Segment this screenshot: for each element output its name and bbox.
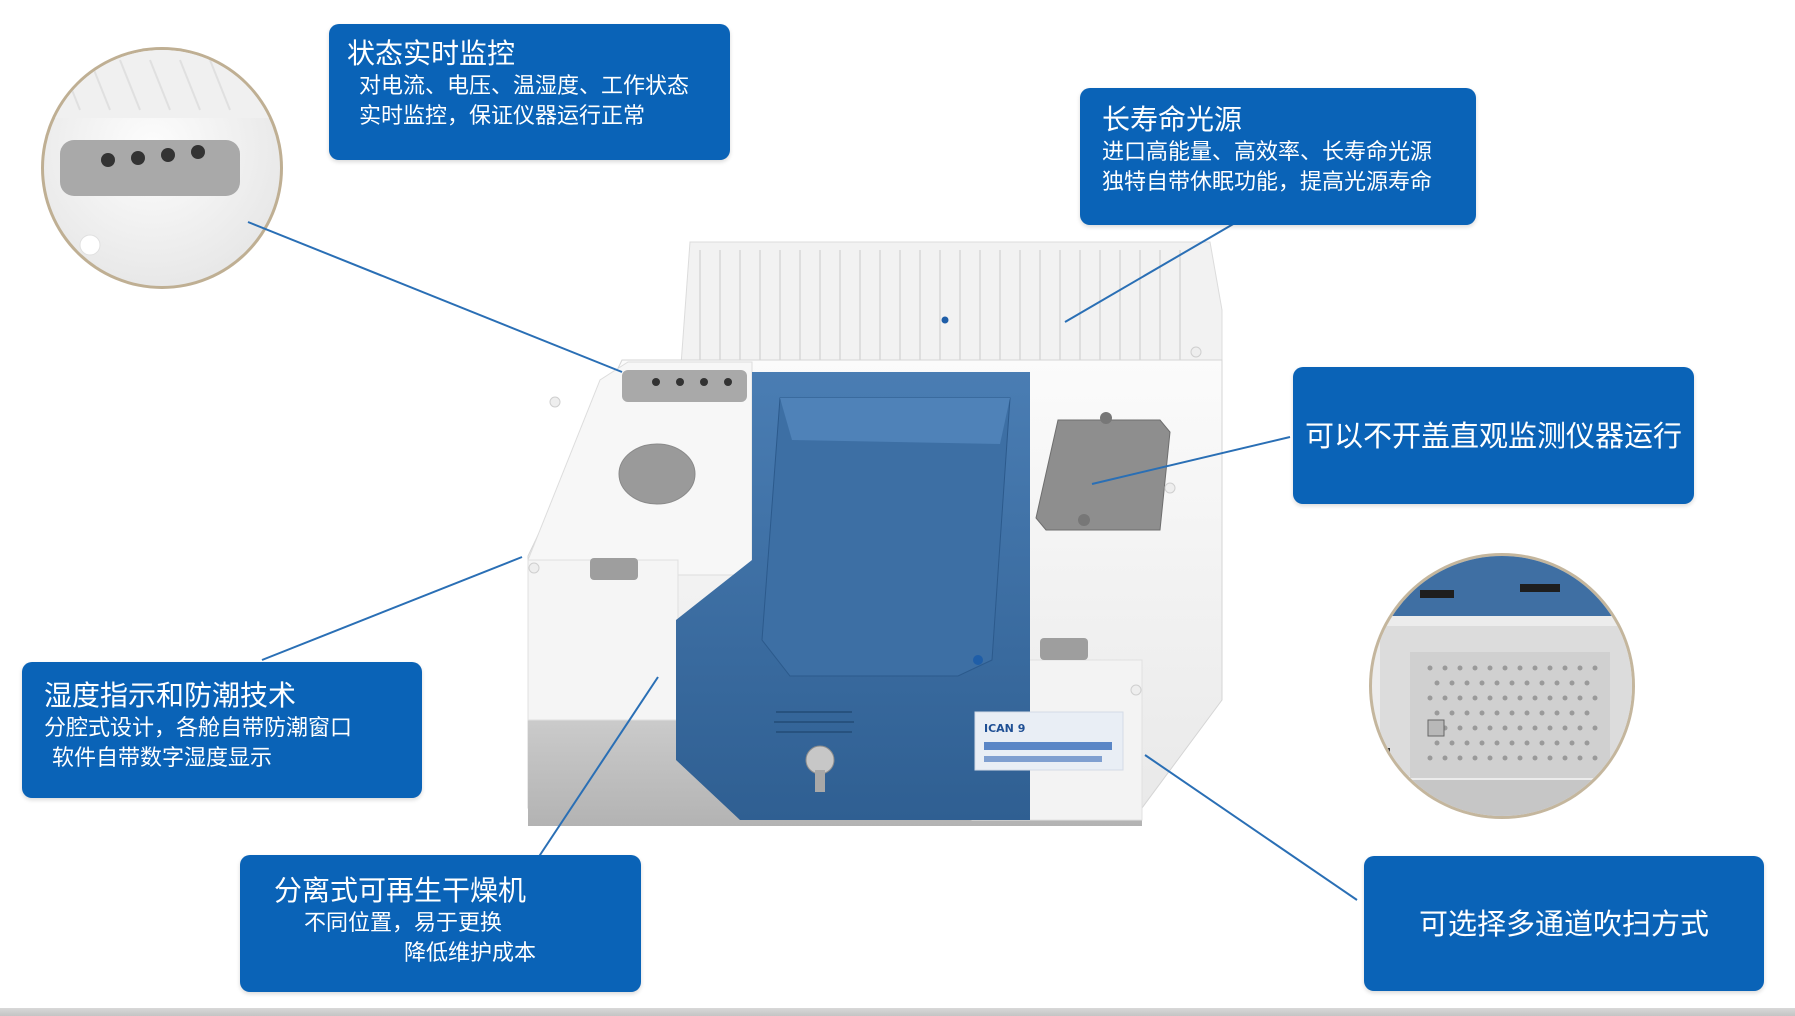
callout-line: 进口高能量、高效率、长寿命光源 [1102,140,1433,165]
model-label: ICAN 9 [984,722,1025,735]
callout-title: 可选择多通道吹扫方式 [1418,906,1709,941]
callout-line: 对电流、电压、温湿度、工作状态 [359,74,690,99]
zoom-rear-panel-detail [1369,553,1635,819]
callout-line: 降低维护成本 [404,941,537,966]
callout-purge-channels: 可选择多通道吹扫方式 [1364,856,1764,991]
indicator-panel [622,370,747,402]
leader-lines [247,221,1358,901]
spectrometer-instrument: ICAN 9 [527,241,1223,826]
callout-title: 分离式可再生干燥机 [274,874,527,907]
callout-line: 不同位置，易于更换 [304,911,503,936]
callout-observation-window: 可以不开盖直观监测仪器运行 [1293,367,1694,504]
callout-title: 可以不开盖直观监测仪器运行 [1304,418,1682,453]
leader-humidity [261,556,523,661]
callout-status-monitoring: 状态实时监控 对电流、电压、温湿度、工作状态 实时监控，保证仪器运行正常 [329,24,730,160]
callout-line: 实时监控，保证仪器运行正常 [359,104,646,129]
leader-observation [1091,436,1291,485]
lid-vent [774,711,854,733]
leader-desiccant [537,676,659,859]
round-cap-icon [618,443,696,505]
leader-status [247,221,623,373]
callout-line: 独特自带休眠功能，提高光源寿命 [1102,170,1433,195]
callout-line: 软件自带数字湿度显示 [52,746,273,771]
humidity-window-left [590,558,638,580]
humidity-window-right [1040,638,1088,660]
panel-ribs [699,250,1181,360]
callout-humidity: 湿度指示和防潮技术 分腔式设计，各舱自带防潮窗口 软件自带数字湿度显示 [22,662,422,798]
leader-purge [1144,754,1358,901]
callout-title: 湿度指示和防潮技术 [44,679,297,712]
observation-window-plate [1035,419,1171,531]
callout-desiccant: 分离式可再生干燥机 不同位置，易于更换 降低维护成本 [240,855,641,992]
footer-divider [0,1008,1795,1016]
callout-line: 分腔式设计，各舱自带防潮窗口 [44,716,353,741]
leader-light-source [1064,222,1236,323]
callout-light-source: 长寿命光源 进口高能量、高效率、长寿命光源 独特自带休眠功能，提高光源寿命 [1080,88,1476,225]
zoom-indicator-detail [41,47,283,289]
usb-port-icon [1427,719,1445,737]
callout-title: 状态实时监控 [347,37,516,70]
latch-icon [805,745,835,775]
callout-title: 长寿命光源 [1102,103,1243,136]
